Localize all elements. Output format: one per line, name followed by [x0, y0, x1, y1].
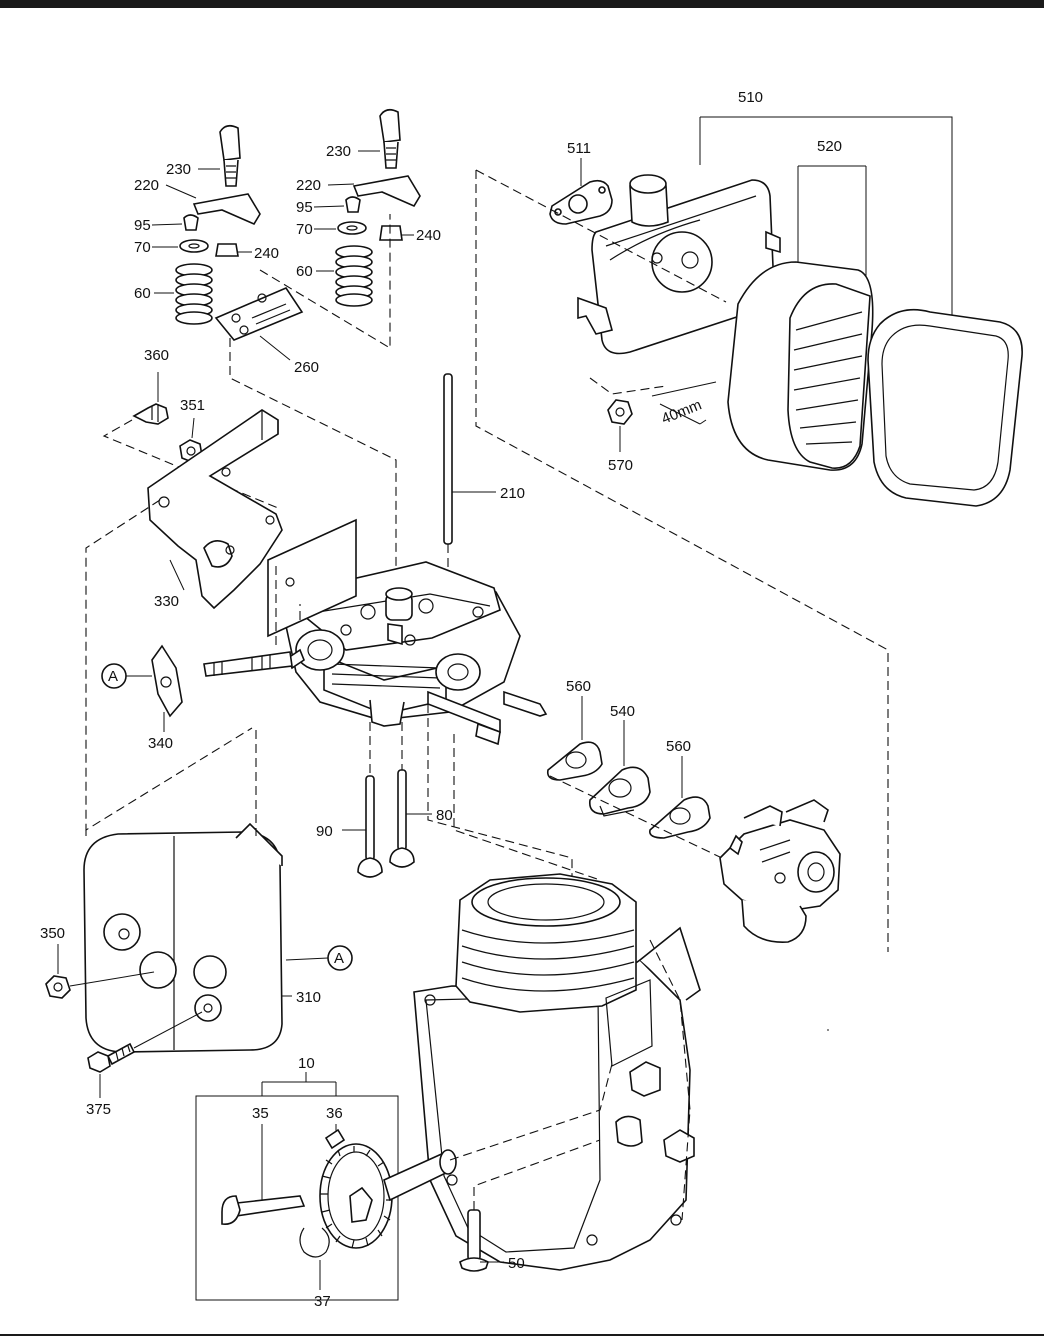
nut-350: [45, 975, 71, 999]
label-70b: 70: [296, 221, 313, 238]
stud-bolt-360: [132, 403, 169, 425]
muffler-310: [83, 822, 283, 1053]
valve-90: [357, 775, 383, 878]
label-310: 310: [296, 989, 321, 1006]
label-570: 570: [608, 457, 633, 474]
gasket-560b: [648, 796, 711, 839]
label-220a: 220: [134, 177, 159, 194]
label-37: 37: [314, 1293, 331, 1310]
label-10: 10: [298, 1055, 315, 1072]
insulator-540: [588, 766, 651, 817]
label-80: 80: [436, 807, 453, 824]
air-cleaner-assembly: 510 520 511: [475, 89, 1023, 952]
valve-80: [389, 769, 415, 868]
label-375: 375: [86, 1101, 111, 1118]
label-70a: 70: [134, 239, 151, 256]
air-filter-frame: [867, 308, 1023, 507]
label-351: 351: [180, 397, 205, 414]
label-240b: 240: [416, 227, 441, 244]
label-50: 50: [508, 1255, 525, 1272]
label-95b: 95: [296, 199, 313, 216]
top-rule: [0, 0, 1044, 8]
label-a-left: A: [108, 668, 118, 685]
label-90: 90: [316, 823, 333, 840]
cylinder-head: [267, 518, 548, 746]
label-60a: 60: [134, 285, 151, 302]
decompressor-lever-35: [221, 1195, 306, 1226]
label-210: 210: [500, 485, 525, 502]
label-350: 350: [40, 925, 65, 942]
label-35: 35: [252, 1105, 269, 1122]
nut-570: [607, 399, 633, 425]
label-510: 510: [738, 89, 763, 106]
label-36: 36: [326, 1105, 343, 1122]
label-95a: 95: [134, 217, 151, 234]
gasket-511: [549, 179, 613, 225]
callout-a-left: [101, 663, 127, 689]
carburetor: [719, 799, 841, 943]
snap-ring-37: [299, 1227, 330, 1258]
push-rod-210: [443, 373, 453, 545]
label-340: 340: [148, 735, 173, 752]
bracket-330: [147, 409, 283, 610]
valve-train-left: 230 220 95 70 240 60: [134, 124, 279, 325]
bolt-375: [87, 1042, 136, 1073]
label-560a: 560: [566, 678, 591, 695]
label-a-right: A: [334, 950, 344, 967]
label-240a: 240: [254, 245, 279, 262]
label-60b: 60: [296, 263, 313, 280]
gasket-560a: [546, 741, 603, 781]
air-cleaner-housing: [577, 174, 781, 355]
label-560b: 560: [666, 738, 691, 755]
bottom-rule: [0, 1334, 1044, 1336]
label-540: 540: [610, 703, 635, 720]
valve-spring-60b: [335, 245, 373, 307]
label-360: 360: [144, 347, 169, 364]
air-filter-element-520: [727, 261, 874, 471]
guide-plate-260: [214, 287, 304, 341]
valve-spring-60a: [175, 263, 213, 325]
callout-a-right: [327, 945, 353, 971]
label-511: 511: [567, 140, 591, 157]
heat-shield-340: [151, 644, 183, 718]
label-230a: 230: [166, 161, 191, 178]
label-330: 330: [154, 593, 179, 610]
valve-train-right: 230 220 95 70 240 60: [296, 108, 441, 307]
camshaft-gear: [319, 1128, 457, 1249]
label-230b: 230: [326, 143, 351, 160]
label-520: 520: [817, 138, 842, 155]
label-260: 260: [294, 359, 319, 376]
crankcase-cylinder: [413, 873, 701, 1271]
label-220b: 220: [296, 177, 321, 194]
